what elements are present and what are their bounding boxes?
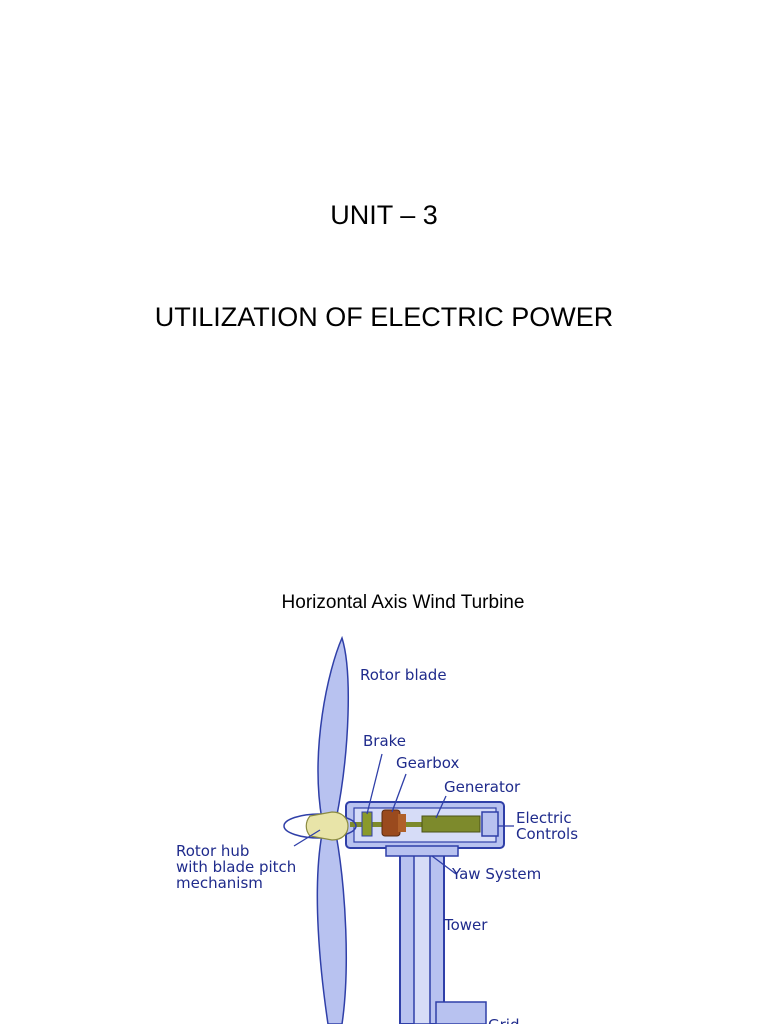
label-rotor-blade: Rotor blade (360, 666, 447, 684)
controls-box (481, 811, 499, 837)
gearbox-part (398, 814, 406, 832)
gearbox (381, 809, 401, 837)
grid-box (435, 1001, 487, 1024)
label-yaw-system: Yaw System (451, 865, 541, 883)
unit-title: UNIT – 3 (330, 200, 438, 230)
wind-turbine-diagram: Rotor blade Brake Gearbox Generator Elec… (176, 635, 578, 1024)
yaw-base (385, 845, 459, 857)
label-rotor-hub-1: Rotor hub (176, 842, 249, 860)
generator (421, 815, 481, 833)
label-rotor-hub-2: with blade pitch (176, 858, 296, 876)
brake (361, 811, 373, 837)
label-gearbox: Gearbox (396, 754, 459, 772)
diagram-caption: Horizontal Axis Wind Turbine (281, 592, 525, 613)
label-controls: Controls (516, 825, 578, 843)
label-electric: Electric (516, 809, 572, 827)
rotor-blade-bottom (316, 833, 348, 1024)
tower-inner (413, 851, 431, 1024)
label-brake: Brake (363, 732, 406, 750)
main-shaft (350, 822, 480, 827)
rotor-hub (305, 811, 349, 841)
slide-title: UTILIZATION OF ELECTRIC POWER (154, 302, 614, 332)
rotor-blade-top (317, 635, 349, 821)
label-grid: Grid (488, 1016, 519, 1024)
label-generator: Generator (444, 778, 521, 796)
leader-lines (293, 753, 514, 875)
label-rotor-hub-3: mechanism (176, 874, 263, 892)
label-tower: Tower (443, 916, 488, 934)
